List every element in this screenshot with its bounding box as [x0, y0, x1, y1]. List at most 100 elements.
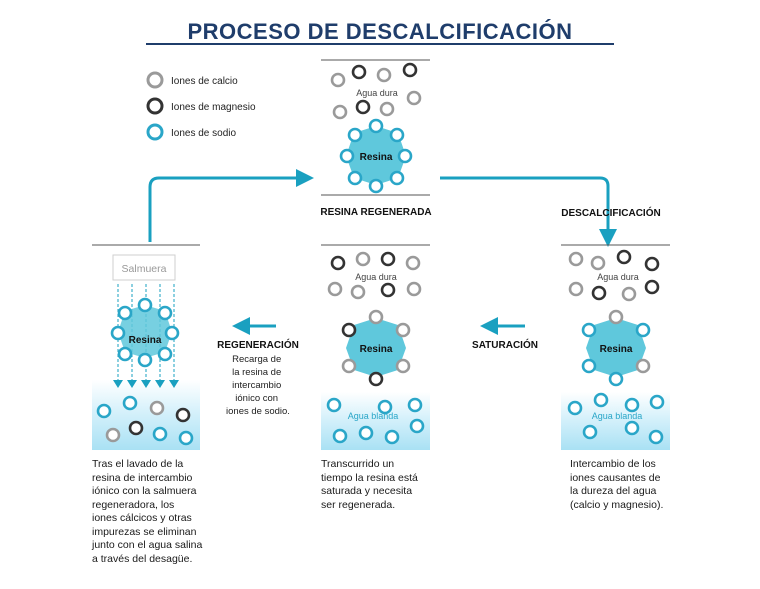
sodium-ion-icon — [347, 170, 363, 186]
sodium-ion-icon — [397, 148, 413, 164]
calcium-ion-icon — [568, 251, 584, 267]
panel-saturated-resin: Agua dura Resina Agua blanda — [321, 244, 430, 450]
sodium-ion-icon — [347, 127, 363, 143]
step-saturation-label: SATURACIÓN — [472, 338, 538, 351]
calcium-ion-icon — [621, 286, 637, 302]
sodium-ion-icon — [117, 305, 133, 321]
sodium-ion-icon — [384, 429, 400, 445]
sodium-ion-icon — [389, 170, 405, 186]
sodium-ion-icon — [582, 424, 598, 440]
regeneration-description: Tras el lavado de la resina de intercamb… — [92, 458, 203, 565]
sodium-ion-icon — [407, 397, 423, 413]
magnesium-ion-icon — [146, 97, 164, 115]
calcium-ion-icon — [341, 358, 357, 374]
calcium-ion-icon — [355, 251, 371, 267]
calcium-ion-icon — [590, 255, 606, 271]
resin-bead — [346, 126, 406, 185]
sodium-ion-icon — [567, 400, 583, 416]
step-regeneration-label: REGENERACIÓN — [217, 338, 299, 351]
magnesium-ion-icon — [341, 322, 357, 338]
sodium-ion-icon — [178, 430, 194, 446]
calcium-ion-icon — [635, 358, 651, 374]
panel-regenerated-resin: Agua dura Resina RESINA REGENERADA — [320, 59, 432, 218]
brine-flow-arrowheads — [113, 380, 179, 388]
sodium-ion-icon — [96, 403, 112, 419]
sodium-ion-icon — [117, 346, 133, 362]
resin-label: Resina — [360, 344, 393, 355]
resin-label: Resina — [600, 344, 633, 355]
sodium-ion-icon — [377, 399, 393, 415]
sodium-ion-icon — [624, 397, 640, 413]
soft-water-label: Agua blanda — [592, 411, 643, 421]
sodium-ion-icon — [581, 358, 597, 374]
sodium-ion-icon — [137, 297, 153, 313]
legend: Iones de calcio Iones de magnesio Iones … — [146, 71, 256, 141]
sodium-ion-icon — [332, 428, 348, 444]
calcium-ion-icon — [379, 101, 395, 117]
resin-bead — [118, 305, 172, 358]
calcium-ion-icon — [149, 400, 165, 416]
calcium-ion-icon — [608, 309, 624, 325]
sodium-ion-icon — [157, 305, 173, 321]
magnesium-ion-icon — [380, 282, 396, 298]
calcium-ion-icon — [568, 281, 584, 297]
calcium-ion-icon — [406, 281, 422, 297]
flow-arrow-to-regenerated — [148, 169, 314, 242]
magnesium-ion-icon — [644, 279, 660, 295]
calcium-ion-icon — [406, 90, 422, 106]
calcium-ion-icon — [395, 358, 411, 374]
calcium-ion-icon — [105, 427, 121, 443]
legend-magnesium-label: Iones de magnesio — [171, 102, 256, 113]
legend-sodium-label: Iones de sodio — [171, 128, 236, 139]
page-title: PROCESO DE DESCALCIFICACIÓN — [187, 19, 572, 44]
brine-tank — [112, 254, 176, 281]
resin-bead — [346, 318, 406, 377]
sodium-ion-icon — [157, 346, 173, 362]
sodium-ion-icon — [326, 397, 342, 413]
step-regenerated-label: RESINA REGENERADA — [320, 207, 431, 218]
softening-description: Intercambio de los iones causantes de la… — [570, 458, 664, 511]
calcium-ion-icon — [327, 281, 343, 297]
legend-calcium-label: Iones de calcio — [171, 76, 238, 87]
brine-label: Salmuera — [122, 263, 167, 275]
sodium-ion-icon — [368, 118, 384, 134]
sodium-ion-icon — [608, 371, 624, 387]
sodium-ion-icon — [624, 420, 640, 436]
sodium-ion-icon — [146, 123, 164, 141]
magnesium-ion-icon — [175, 407, 191, 423]
flow-arrow-to-softening — [440, 176, 617, 247]
calcium-ion-icon — [405, 255, 421, 271]
step-softening-label: DESCALCIFICACIÓN — [561, 206, 660, 219]
magnesium-ion-icon — [355, 99, 371, 115]
sodium-ion-icon — [648, 429, 664, 445]
sodium-ion-icon — [593, 392, 609, 408]
regeneration-subtext: Recarga de la resina de intercambio ióni… — [226, 354, 290, 417]
magnesium-ion-icon — [128, 420, 144, 436]
resin-label: Resina — [360, 152, 393, 163]
calcium-ion-icon — [330, 72, 346, 88]
hard-water-label: Agua dura — [356, 88, 398, 98]
calcium-ion-icon — [368, 309, 384, 325]
panel-softening: Agua dura Resina Agua blanda — [561, 244, 670, 450]
sodium-ion-icon — [368, 178, 384, 194]
hard-water-label: Agua dura — [355, 272, 397, 282]
resin-label: Resina — [129, 335, 162, 346]
sodium-ion-icon — [137, 352, 153, 368]
calcium-ion-icon — [395, 322, 411, 338]
sodium-ion-icon — [635, 322, 651, 338]
magnesium-ion-icon — [351, 64, 367, 80]
resin-bead — [586, 318, 646, 377]
sodium-ion-icon — [358, 425, 374, 441]
magnesium-ion-icon — [616, 249, 632, 265]
magnesium-ion-icon — [402, 62, 418, 78]
sodium-ion-icon — [409, 418, 425, 434]
panel-regeneration: Salmuera Resina — [92, 244, 200, 450]
sodium-ion-icon — [152, 426, 168, 442]
sodium-ion-icon — [649, 394, 665, 410]
magnesium-ion-icon — [330, 255, 346, 271]
magnesium-ion-icon — [380, 251, 396, 267]
calcium-ion-icon — [350, 284, 366, 300]
calcium-ion-icon — [332, 104, 348, 120]
calcium-ion-icon — [146, 71, 164, 89]
